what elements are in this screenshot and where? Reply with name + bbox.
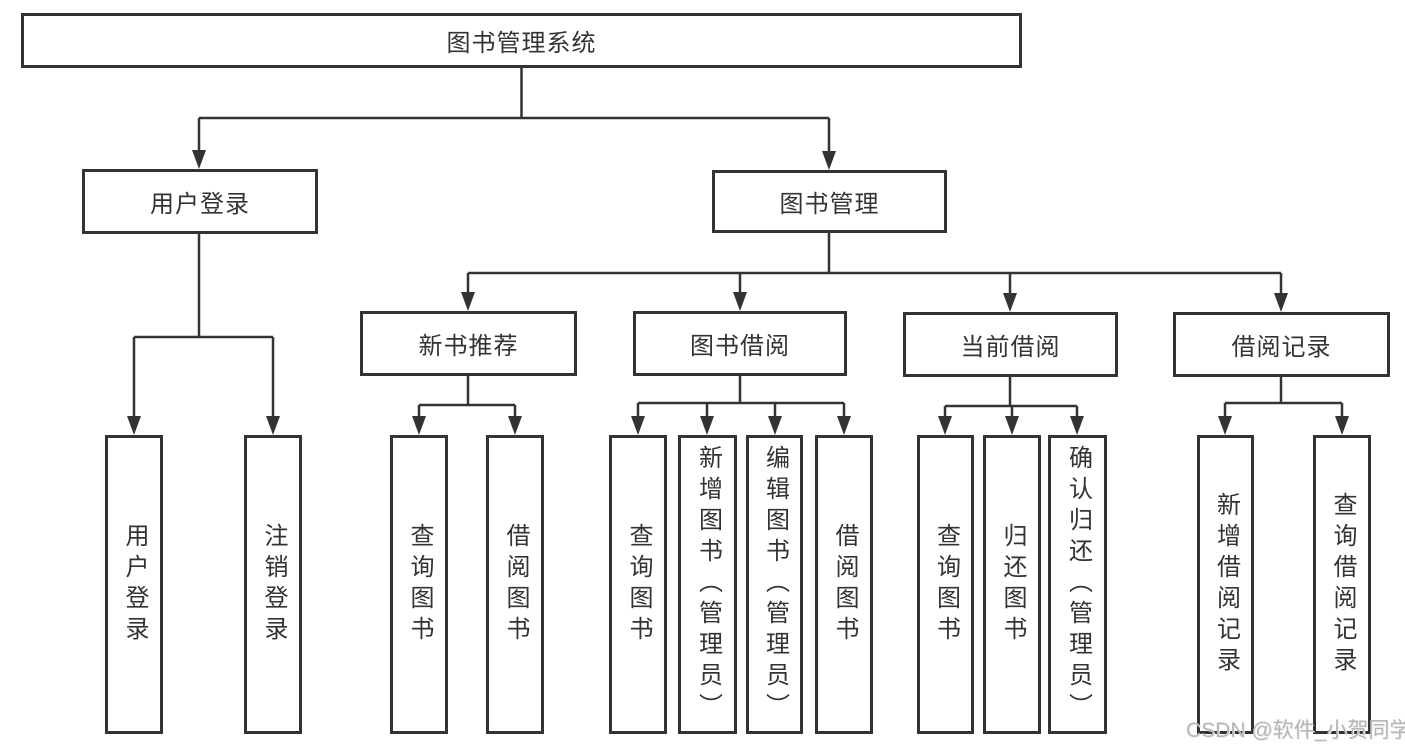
watermark: CSDN @软件_小贺同学 xyxy=(1186,719,1405,742)
leaf-query-books-1: 查询图书 xyxy=(390,435,448,734)
node-borrowing-records: 借阅记录 xyxy=(1173,312,1390,377)
leaf-query-borrow-record: 查询借阅记录 xyxy=(1313,435,1371,734)
leaf-add-borrow-record: 新增借阅记录 xyxy=(1197,435,1254,734)
leaf-query-books-3: 查询图书 xyxy=(917,435,974,734)
node-book-management: 图书管理 xyxy=(712,170,947,233)
node-root: 图书管理系统 xyxy=(21,13,1022,68)
node-new-book-recommend: 新书推荐 xyxy=(360,311,577,376)
leaf-borrow-books-2: 借阅图书 xyxy=(815,435,873,734)
leaf-confirm-return-admin: 确认归还（管理员） xyxy=(1048,435,1107,734)
node-current-borrowing: 当前借阅 xyxy=(903,312,1118,377)
leaf-borrow-books-1: 借阅图书 xyxy=(486,435,544,734)
node-book-borrowing: 图书借阅 xyxy=(633,311,847,376)
leaf-query-books-2: 查询图书 xyxy=(609,435,667,734)
leaf-edit-book-admin: 编辑图书（管理员） xyxy=(746,435,803,734)
node-user-login: 用户登录 xyxy=(82,169,318,234)
leaf-return-book: 归还图书 xyxy=(983,435,1041,734)
leaf-user-login: 用户登录 xyxy=(105,435,163,734)
leaf-add-book-admin: 新增图书（管理员） xyxy=(678,435,737,734)
arrowheads xyxy=(127,150,1349,435)
leaf-logout: 注销登录 xyxy=(244,435,302,734)
